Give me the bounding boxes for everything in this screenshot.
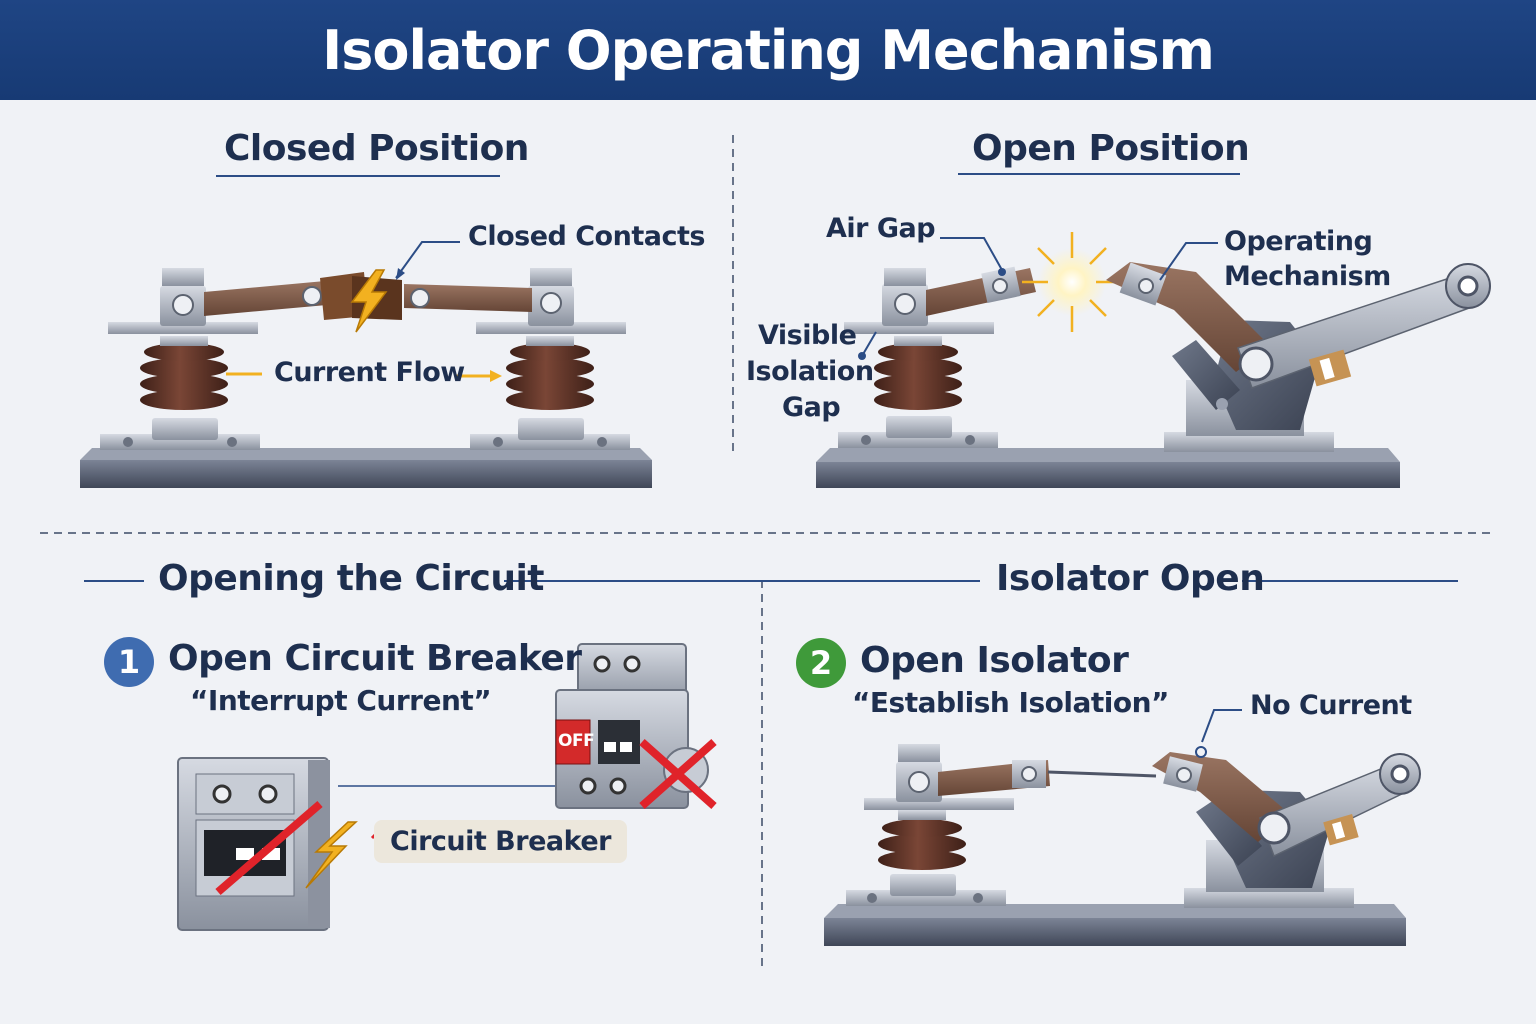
right-blade	[404, 284, 532, 312]
step1-badge: 1	[104, 637, 154, 687]
current-flow-label: Current Flow	[274, 357, 465, 388]
visible-gap-line1: Visible	[758, 320, 857, 351]
base-plate	[80, 460, 652, 488]
step1-title: Open Circuit Breaker	[168, 638, 582, 679]
left-blade	[204, 280, 338, 316]
operating-label-line2: Mechanism	[1224, 261, 1391, 292]
left-insulator	[100, 268, 260, 450]
open-isolator	[816, 232, 1491, 488]
spark-icon	[305, 821, 358, 889]
right-insulator	[470, 268, 630, 450]
isolator-open-mechanism	[1152, 752, 1421, 908]
gap-wire	[1047, 770, 1157, 778]
title-banner: Isolator Operating Mechanism	[0, 0, 1536, 100]
isolator-open-insulator	[846, 744, 1014, 906]
open-insulator	[838, 268, 998, 448]
step2-badge: 2	[796, 638, 846, 688]
step2-quote: “Establish Isolation”	[852, 686, 1169, 719]
step2-title: Open Isolator	[860, 640, 1129, 681]
circuit-breaker-illustration	[177, 643, 717, 931]
operating-label-line1: Operating	[1224, 226, 1373, 257]
spark-icon	[1022, 232, 1122, 332]
opening-circuit-heading: Opening the Circuit	[158, 558, 545, 599]
cross-icon	[215, 800, 323, 896]
spark-icon	[350, 269, 388, 333]
isolator-open-illustration	[824, 709, 1421, 946]
panel-dividers	[40, 135, 1496, 970]
visible-gap-line2: Isolation	[746, 356, 874, 387]
closed-contacts-label: Closed Contacts	[468, 221, 705, 252]
closed-isolator	[80, 241, 652, 488]
closed-position-heading: Closed Position	[224, 128, 529, 169]
heading-underlines	[84, 173, 1458, 582]
circuit-breaker-label: Circuit Breaker	[374, 820, 627, 863]
visible-gap-line3: Gap	[782, 392, 841, 423]
page-title: Isolator Operating Mechanism	[322, 18, 1215, 82]
operating-mechanism	[1106, 262, 1491, 452]
isolator-open-heading: Isolator Open	[996, 558, 1265, 599]
open-position-heading: Open Position	[972, 128, 1250, 169]
no-current-label: No Current	[1250, 690, 1412, 721]
step1-quote: “Interrupt Current”	[190, 684, 492, 717]
air-gap-label: Air Gap	[826, 213, 936, 244]
off-switch-label: OFF	[558, 731, 595, 751]
closed-contacts	[320, 269, 402, 333]
